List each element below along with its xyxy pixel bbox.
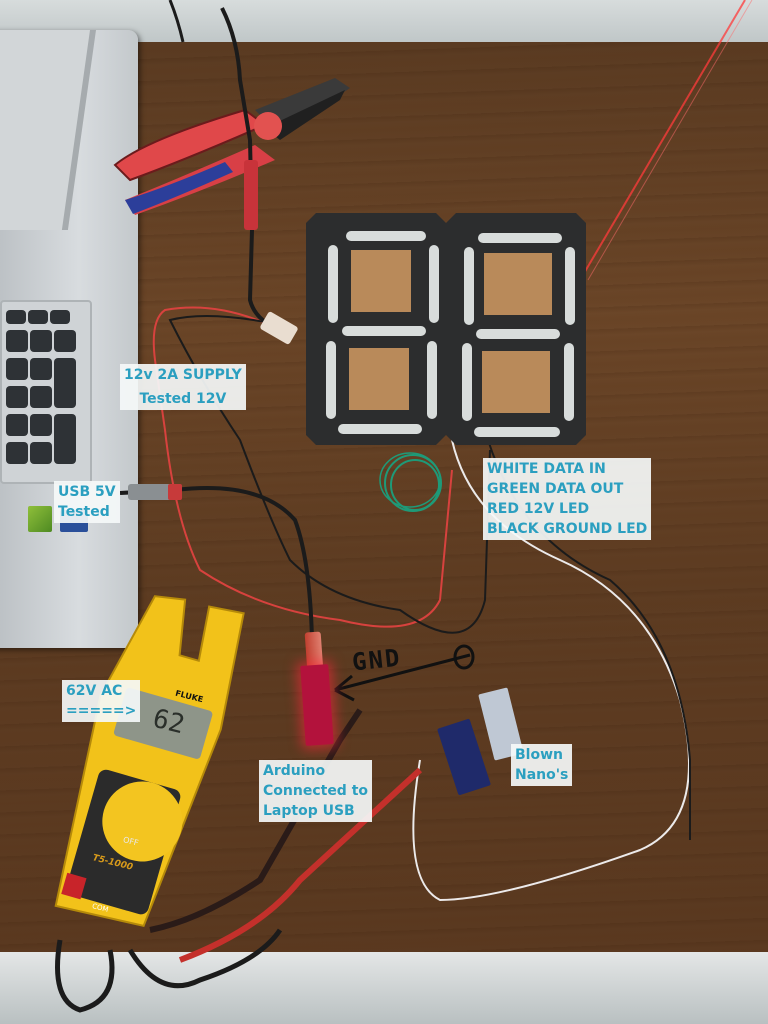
laptop-numpad bbox=[0, 300, 92, 484]
supply-label: 12v 2A SUPPLY Tested 12V bbox=[120, 364, 246, 410]
arduino-board bbox=[300, 664, 334, 746]
segment-group bbox=[326, 231, 575, 437]
meter-label-arrow: =====> bbox=[66, 703, 137, 719]
laptop-sticker-nvidia bbox=[28, 506, 52, 532]
nanos-label-line2: Nano's bbox=[515, 767, 569, 783]
wiring-label: WHITE DATA IN GREEN DATA OUT RED 12V LED… bbox=[483, 458, 651, 540]
gnd-annotation: GND bbox=[350, 643, 403, 677]
wiring-label-line4: BLACK GROUND LED bbox=[487, 521, 648, 537]
fluke-multimeter bbox=[54, 595, 245, 928]
arduino-label-line3: Laptop USB bbox=[263, 803, 355, 819]
supply-label-line2: Tested 12V bbox=[139, 391, 227, 407]
meter-label: 62V AC =====> bbox=[62, 680, 141, 722]
meter-label-line1: 62V AC bbox=[66, 683, 123, 699]
arduino-label: Arduino Connected to Laptop USB bbox=[259, 760, 373, 822]
usb-label: USB 5V Tested bbox=[54, 481, 120, 523]
pliers bbox=[113, 78, 350, 215]
nanos-label: Blown Nano's bbox=[511, 744, 573, 786]
wiring-label-line3: RED 12V LED bbox=[487, 501, 590, 517]
usb-label-line2: Tested bbox=[58, 504, 110, 520]
usb-label-line1: USB 5V bbox=[58, 484, 116, 500]
wiring-label-line1: WHITE DATA IN bbox=[487, 461, 606, 477]
arduino-label-line2: Connected to bbox=[263, 783, 369, 799]
nanos-label-line1: Blown bbox=[515, 747, 563, 763]
seven-segment-display bbox=[306, 213, 586, 445]
wiring-label-line2: GREEN DATA OUT bbox=[487, 481, 624, 497]
supply-label-line1: 12v 2A SUPPLY bbox=[124, 367, 242, 383]
arduino-label-line1: Arduino bbox=[263, 763, 326, 779]
